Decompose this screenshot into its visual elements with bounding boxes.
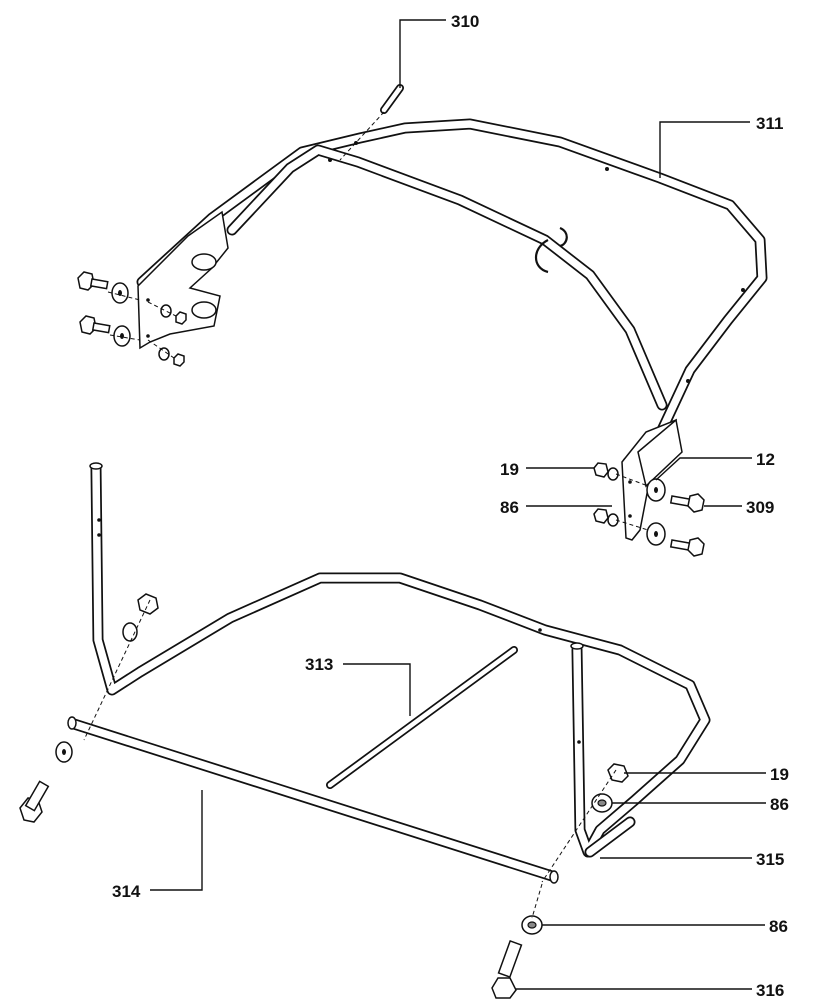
callout-311: 311 <box>756 114 783 133</box>
callout-86: 86 <box>769 917 788 936</box>
cross-tube-314 <box>67 716 559 884</box>
washer-icon <box>607 467 619 481</box>
bolt-icon <box>77 271 109 291</box>
bolt-icon <box>669 537 705 557</box>
nut-icon <box>607 763 629 783</box>
callout-86: 86 <box>770 795 789 814</box>
callout-leaders <box>150 19 766 990</box>
callout-19: 19 <box>500 460 519 479</box>
callout-labels: 310 311 19 12 86 309 313 19 86 315 314 8… <box>112 12 789 1000</box>
upper-handle-311 <box>136 118 768 468</box>
callout-309: 309 <box>746 498 774 517</box>
callout-314: 314 <box>112 882 141 901</box>
bolt-icon <box>669 493 705 513</box>
lower-left-hardware <box>19 593 159 823</box>
callout-313: 313 <box>305 655 333 674</box>
nut-icon <box>175 311 187 325</box>
left-bracket-hardware <box>77 271 187 367</box>
callout-19: 19 <box>770 765 789 784</box>
right-handle-bracket <box>621 418 683 541</box>
bolt-icon <box>79 315 111 335</box>
washer-icon <box>607 513 619 527</box>
callout-12: 12 <box>756 450 775 469</box>
washer-icon <box>160 304 172 318</box>
left-handle-bracket <box>137 210 229 350</box>
pin-310 <box>339 84 404 161</box>
nut-icon <box>593 462 609 478</box>
callout-86: 86 <box>500 498 519 517</box>
rod-313 <box>326 646 518 789</box>
bolt-icon <box>491 940 523 999</box>
callout-310: 310 <box>451 12 479 31</box>
right-bracket-hardware <box>593 462 705 557</box>
nut-icon <box>137 593 159 615</box>
callout-315: 315 <box>756 850 784 869</box>
lower-handle-315 <box>89 462 711 858</box>
washer-icon <box>122 622 138 642</box>
washer-icon <box>158 347 170 361</box>
bolt-icon <box>19 780 50 823</box>
nut-icon <box>593 508 609 524</box>
callout-316: 316 <box>756 981 784 1000</box>
nut-icon <box>173 353 185 367</box>
lower-right-hardware <box>491 763 629 999</box>
